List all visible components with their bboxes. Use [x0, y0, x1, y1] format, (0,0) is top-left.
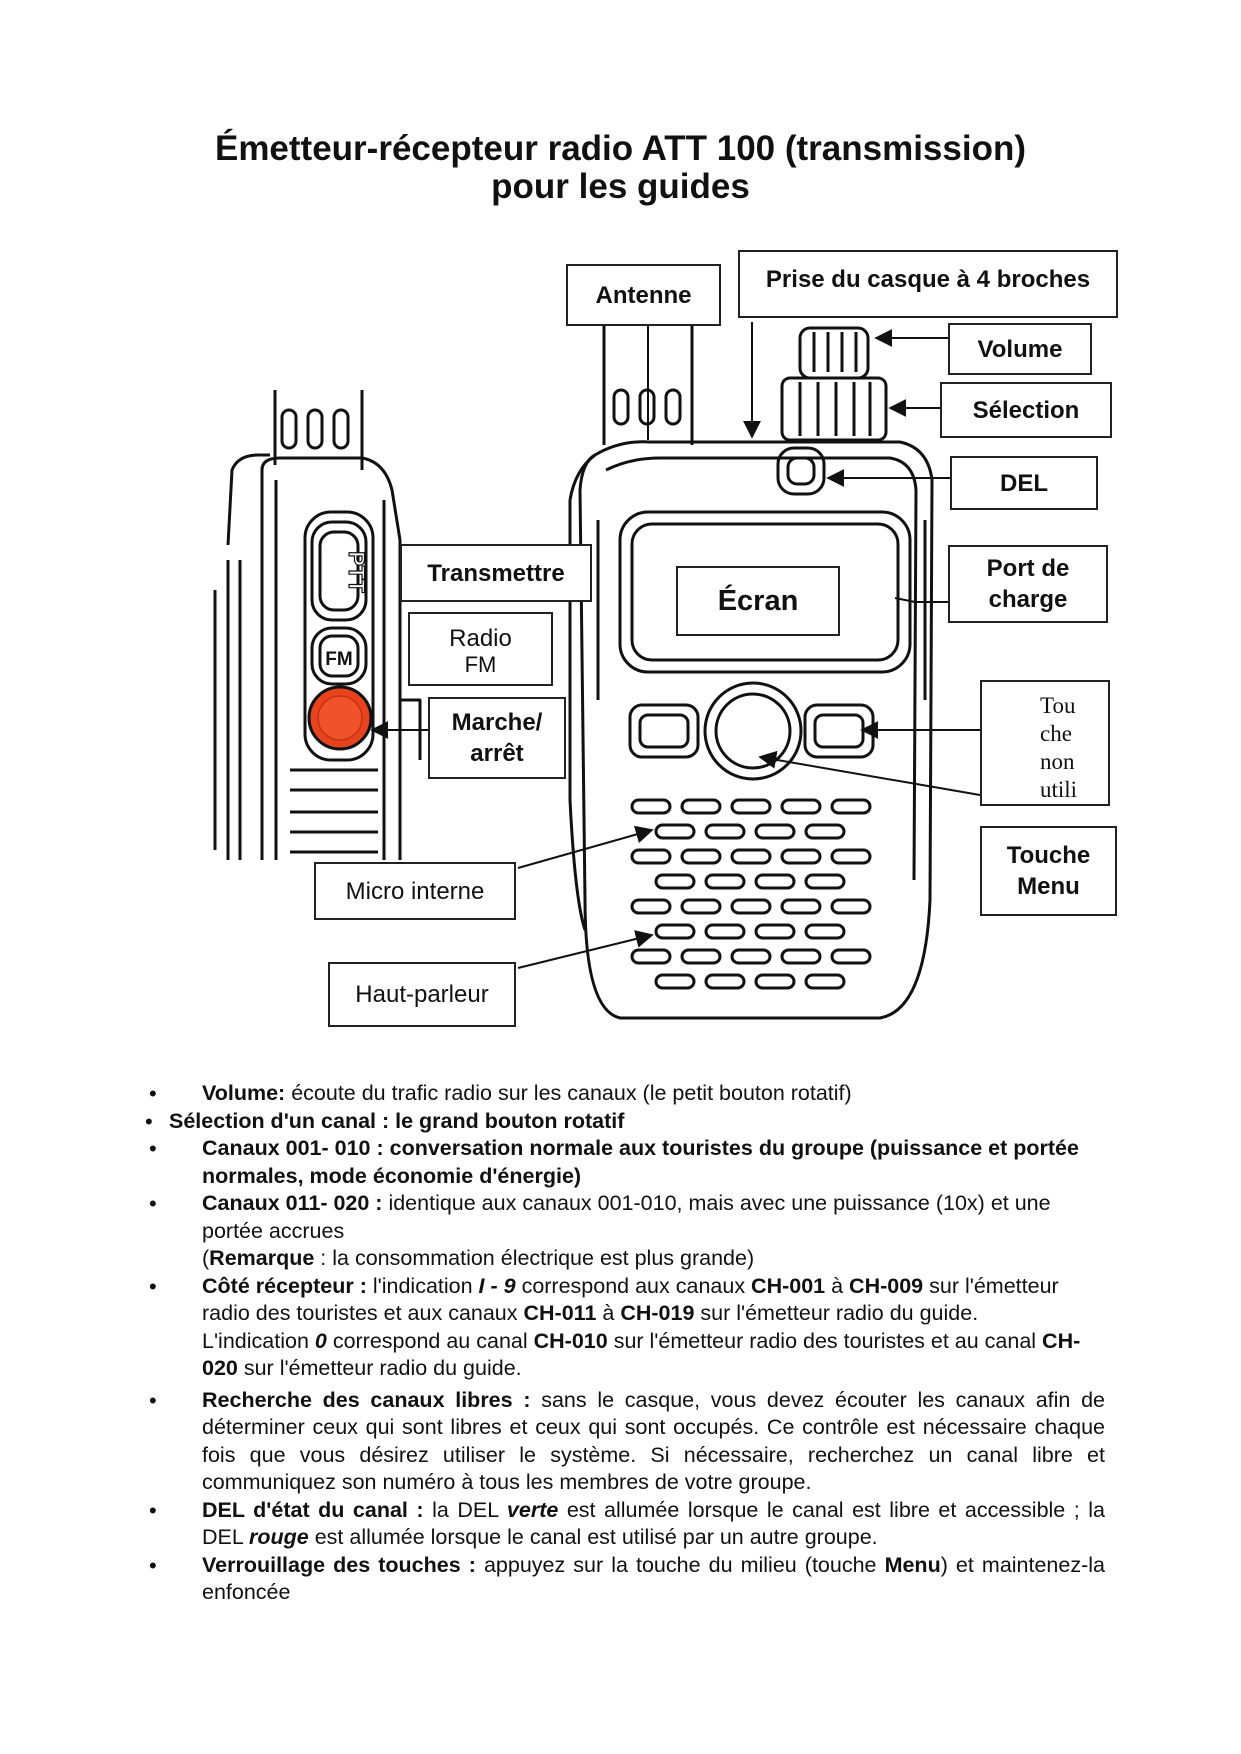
label-casque: Prise du casque à 4 broches [738, 250, 1118, 318]
list-item-canaux-011-020: Canaux 011- 020 : identique aux canaux 0… [145, 1190, 1105, 1273]
label-marche-arret: Marche/arrêt [428, 697, 566, 779]
label-volume: Volume [948, 323, 1092, 375]
label-selection: Sélection [940, 382, 1112, 438]
list-item-cote-recepteur: Côté récepteur : l'indication I - 9 corr… [145, 1273, 1105, 1383]
label-micro-interne: Micro interne [314, 862, 516, 920]
label-ecran: Écran [676, 566, 840, 636]
feature-list: Volume: écoute du trafic radio sur les c… [145, 1080, 1105, 1607]
list-item-selection: Sélection d'un canal : le grand bouton r… [145, 1108, 1105, 1136]
title-line-1: Émetteur-récepteur radio ATT 100 (transm… [214, 129, 1027, 168]
side-view-device [213, 390, 422, 860]
page-title: Émetteur-récepteur radio ATT 100 (transm… [0, 130, 1241, 206]
list-item-del-etat: DEL d'état du canal : la DEL verte est a… [145, 1497, 1105, 1552]
list-item-canaux-001-010: Canaux 001- 010 : conversation normale a… [145, 1135, 1105, 1190]
leader-port [894, 597, 948, 603]
ptt-text: PTT [344, 551, 369, 593]
fm-text: FM [325, 649, 352, 670]
leader-micro [517, 825, 654, 869]
leader-menu [758, 750, 981, 796]
list-item-verrouillage: Verrouillage des touches : appuyez sur l… [145, 1552, 1105, 1607]
front-view-device [568, 326, 934, 1020]
label-transmettre: Transmettre [400, 544, 592, 602]
title-line-2: pour les guides [491, 167, 750, 206]
label-del: DEL [950, 456, 1098, 510]
label-antenne: Antenne [566, 264, 721, 326]
list-item-recherche: Recherche des canaux libres : sans le ca… [145, 1387, 1105, 1497]
list-item-volume: Volume: écoute du trafic radio sur les c… [145, 1080, 1105, 1108]
label-haut-parleur: Haut-parleur [328, 962, 516, 1027]
leader-haut-parleur [517, 930, 654, 969]
